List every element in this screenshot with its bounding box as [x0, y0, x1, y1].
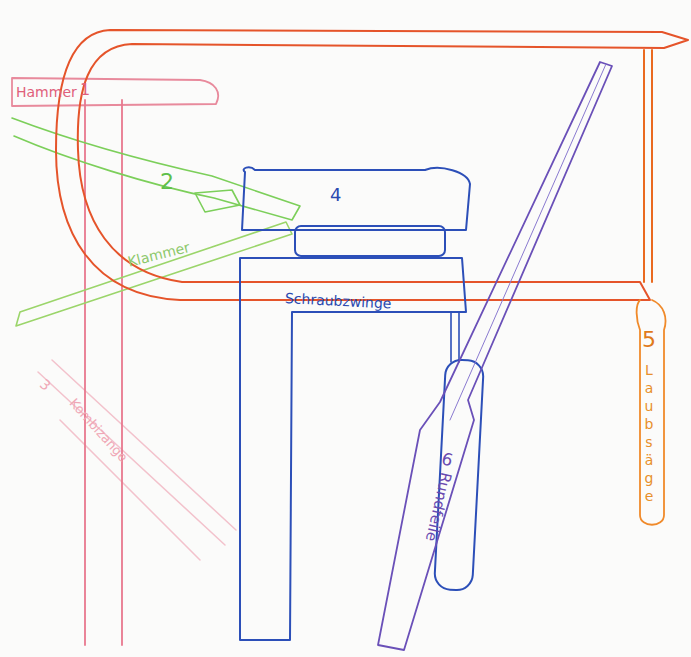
- saw-frame: [56, 30, 688, 300]
- tool-node: 4Schraubzwinge: [238, 165, 473, 310]
- callout-number: 4: [330, 186, 341, 204]
- tool-node: Hammer1: [8, 76, 218, 108]
- clamp-bar: [240, 258, 466, 640]
- tool-node: 5Laubsäge: [635, 300, 667, 530]
- tool-label: Klammer: [126, 240, 191, 269]
- file-edge: [450, 64, 606, 420]
- file-outline: [378, 62, 612, 650]
- clamp-pad: [295, 226, 445, 256]
- saw-handle: [637, 300, 666, 525]
- tool-label: Laubsäge: [642, 362, 656, 506]
- callout-number: 6: [440, 450, 455, 469]
- hammer-head: [12, 78, 218, 106]
- clamp-spindle: [451, 312, 459, 362]
- callout-number: 2: [160, 171, 174, 193]
- tool-label: Rundfeile: [423, 470, 453, 542]
- callout-number: 1: [80, 82, 90, 98]
- clamp-lower-arm: [16, 222, 292, 326]
- callout-number: 3: [38, 377, 54, 393]
- clamp-spring: [195, 190, 240, 212]
- tool-node: 6Rundfeile: [380, 400, 475, 650]
- tool-label: Kombizange: [67, 396, 130, 464]
- tool-node: 3Kombizange: [30, 360, 230, 530]
- pliers-outline: [38, 360, 236, 560]
- hammer-handle: [85, 100, 122, 645]
- clamp-upper-jaw: [242, 167, 470, 230]
- tool-label: Schraubzwinge: [285, 291, 392, 311]
- tool-node: 2Klammer: [10, 150, 240, 300]
- callout-number: 5: [642, 329, 656, 351]
- tool-label: Hammer: [16, 85, 77, 99]
- saw-blade: [644, 50, 652, 282]
